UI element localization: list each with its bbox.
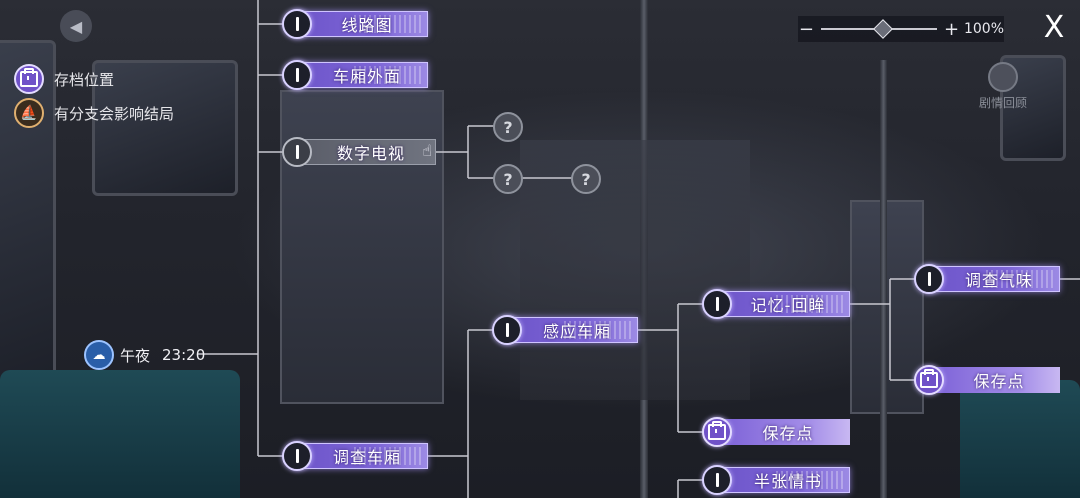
exclaim-icon bbox=[282, 441, 312, 471]
time-label: 午夜 bbox=[120, 346, 151, 365]
legend-branch: ⛵ 有分支会影响结局 bbox=[14, 98, 174, 128]
time-clock: 23:20 bbox=[162, 346, 206, 364]
close-button[interactable]: X bbox=[1043, 10, 1065, 45]
back-arrow-icon: ◀ bbox=[69, 16, 83, 36]
unknown-node[interactable]: ? bbox=[571, 164, 601, 194]
node-memory[interactable]: 记忆-回眸 bbox=[702, 289, 850, 319]
unknown-node[interactable]: ? bbox=[493, 112, 523, 142]
unknown-node[interactable]: ? bbox=[493, 164, 523, 194]
legend-save: 存档位置 bbox=[14, 64, 114, 94]
zoom-slider[interactable] bbox=[820, 19, 938, 39]
zoom-in-button[interactable]: + bbox=[943, 18, 960, 40]
night-cloud-icon: ☁ bbox=[84, 340, 114, 370]
exclaim-icon bbox=[702, 289, 732, 319]
zoom-value: 100% bbox=[963, 21, 1004, 37]
node-investigate-smell[interactable]: 调查气味 bbox=[914, 264, 1060, 294]
node-investigate-car[interactable]: 调查车厢 bbox=[282, 441, 428, 471]
time-marker: ☁ 午夜 23:20 bbox=[84, 340, 205, 370]
exclaim-icon bbox=[492, 315, 522, 345]
back-button[interactable]: ◀ bbox=[60, 10, 92, 42]
save-icon bbox=[14, 64, 44, 94]
zoom-out-button[interactable]: − bbox=[798, 18, 814, 40]
node-save-point-1[interactable]: 保存点 bbox=[702, 417, 850, 447]
node-sense-car[interactable]: 感应车厢 bbox=[492, 315, 638, 345]
legend-branch-label: 有分支会影响结局 bbox=[54, 104, 175, 123]
node-car-exterior[interactable]: 车厢外面 bbox=[282, 60, 428, 90]
node-route-map[interactable]: 线路图 bbox=[282, 9, 428, 39]
node-digital-tv[interactable]: 数字电视 ☝ bbox=[282, 137, 436, 167]
exclaim-icon bbox=[702, 465, 732, 495]
legend-save-label: 存档位置 bbox=[54, 70, 115, 89]
zoom-control: − + 100% bbox=[798, 16, 1004, 42]
save-icon bbox=[702, 417, 732, 447]
review-icon bbox=[988, 62, 1018, 92]
exclaim-icon bbox=[282, 60, 312, 90]
exclaim-icon bbox=[282, 9, 312, 39]
story-review-button[interactable]: 剧情回顾 bbox=[972, 62, 1034, 111]
save-icon bbox=[914, 365, 944, 395]
story-review-label: 剧情回顾 bbox=[978, 96, 1027, 110]
exclaim-icon bbox=[914, 264, 944, 294]
node-half-letter[interactable]: 半张情书 bbox=[702, 465, 850, 495]
node-save-point-2[interactable]: 保存点 bbox=[914, 365, 1060, 395]
exclaim-icon bbox=[282, 137, 312, 167]
zoom-slider-thumb[interactable] bbox=[872, 19, 893, 39]
branch-icon: ⛵ bbox=[14, 98, 44, 128]
pointer-hand-icon: ☝ bbox=[422, 141, 432, 160]
